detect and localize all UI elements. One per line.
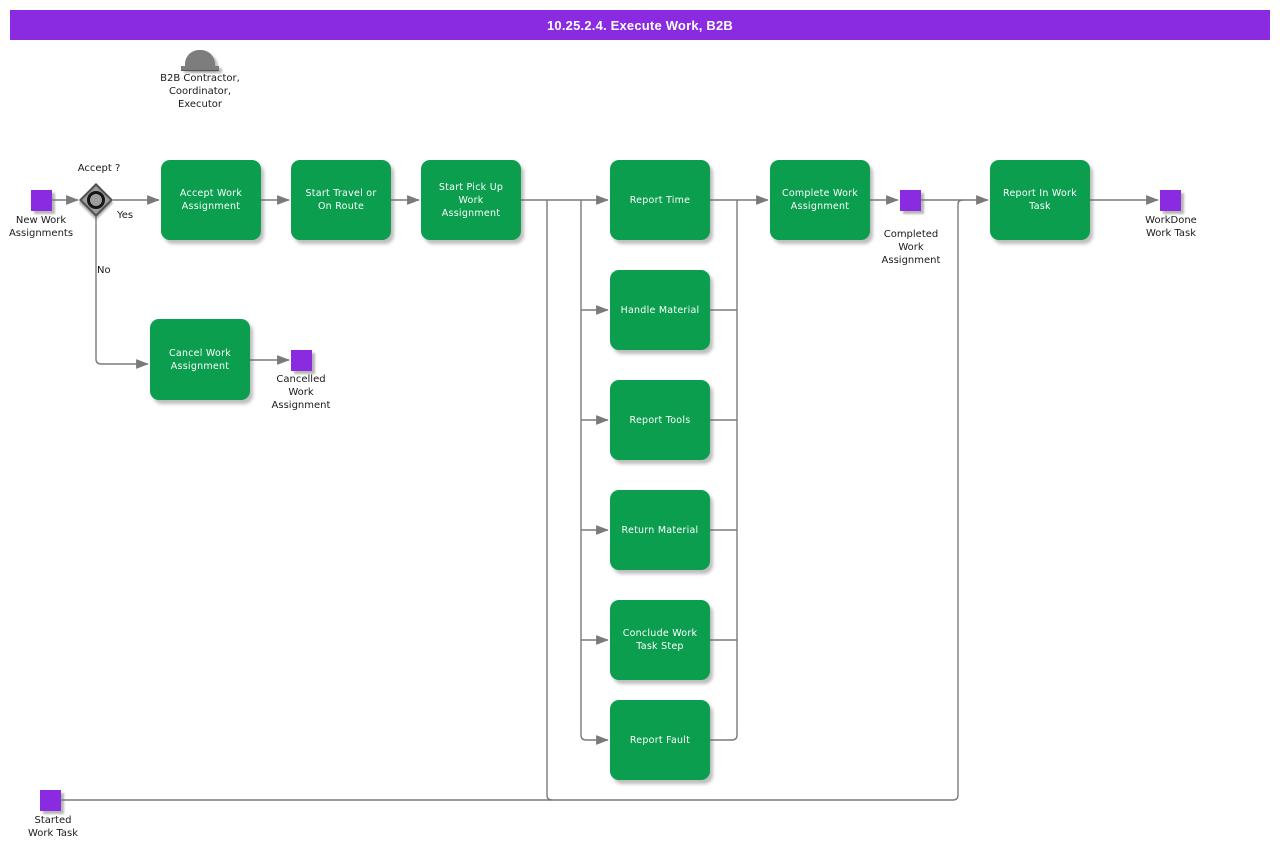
event-new-work-assignments[interactable] — [31, 190, 52, 211]
task-report-fault[interactable]: Report Fault — [610, 700, 710, 780]
task-label: Report Fault — [629, 734, 691, 746]
task-return-material[interactable]: Return Material — [610, 490, 710, 570]
diagram-title: 10.25.2.4. Execute Work, B2B — [546, 17, 733, 33]
task-label: Report In Work Task — [1003, 188, 1077, 212]
task-accept-work-assignment[interactable]: Accept Work Assignment — [161, 160, 261, 240]
task-complete-work-assignment[interactable]: Complete Work Assignment — [770, 160, 870, 240]
event-started-work-task[interactable] — [40, 790, 61, 811]
gateway-question-label: Accept ? — [77, 163, 121, 174]
edge-branch-down-to-bottom-line — [546, 200, 553, 801]
event-label-started-work-task: Started Work Task — [27, 815, 79, 839]
task-start-travel-or-on-route[interactable]: Start Travel or On Route — [291, 160, 391, 240]
event-workdone-work-task[interactable] — [1160, 190, 1181, 211]
task-label: Accept Work Assignment — [179, 188, 243, 212]
task-label: Handle Material — [620, 304, 700, 316]
task-label: Complete Work Assignment — [781, 188, 859, 212]
edge-started-task-to-report-in — [61, 199, 964, 801]
task-start-pick-up-work-assignment[interactable]: Start Pick Up Work Assignment — [421, 160, 521, 240]
event-label-workdone-work-task: WorkDone Work Task — [1145, 215, 1197, 239]
task-label: Report Time — [629, 194, 691, 206]
task-label: Start Pick Up Work Assignment — [438, 181, 504, 219]
edge-join-right-bracket — [710, 200, 738, 741]
event-label-new-work-assignments: New Work Assignments — [8, 215, 74, 239]
task-label: Conclude Work Task Step — [622, 628, 698, 652]
task-cancel-work-assignment[interactable]: Cancel Work Assignment — [150, 319, 250, 400]
actor-label: B2B Contractor, Coordinator, Executor — [160, 73, 240, 110]
task-report-in-work-task[interactable]: Report In Work Task — [990, 160, 1090, 240]
event-cancelled-work-assignment[interactable] — [291, 350, 312, 371]
task-label: Cancel Work Assignment — [168, 347, 231, 372]
gateway-no-label: No — [97, 265, 111, 276]
task-report-tools[interactable]: Report Tools — [610, 380, 710, 460]
event-completed-work-assignment[interactable] — [900, 190, 921, 211]
event-label-completed-work-assignment: Completed Work Assignment — [881, 229, 941, 266]
edge-split-to-report-fault — [580, 200, 609, 745]
task-label: Report Tools — [629, 414, 691, 426]
task-report-time[interactable]: Report Time — [610, 160, 710, 240]
actor-hat-brim-icon — [181, 66, 219, 71]
task-handle-material[interactable]: Handle Material — [610, 270, 710, 350]
edge-gateway-no-to-cancel — [95, 217, 149, 369]
gateway-circle-icon — [87, 191, 105, 209]
task-label: Start Travel or On Route — [305, 188, 377, 212]
gateway-yes-label: Yes — [117, 210, 134, 221]
task-conclude-work-task-step[interactable]: Conclude Work Task Step — [610, 600, 710, 680]
task-label: Return Material — [621, 524, 699, 536]
diagram-title-bar: 10.25.2.4. Execute Work, B2B — [10, 10, 1270, 40]
event-label-cancelled-work-assignment: Cancelled Work Assignment — [271, 374, 331, 411]
